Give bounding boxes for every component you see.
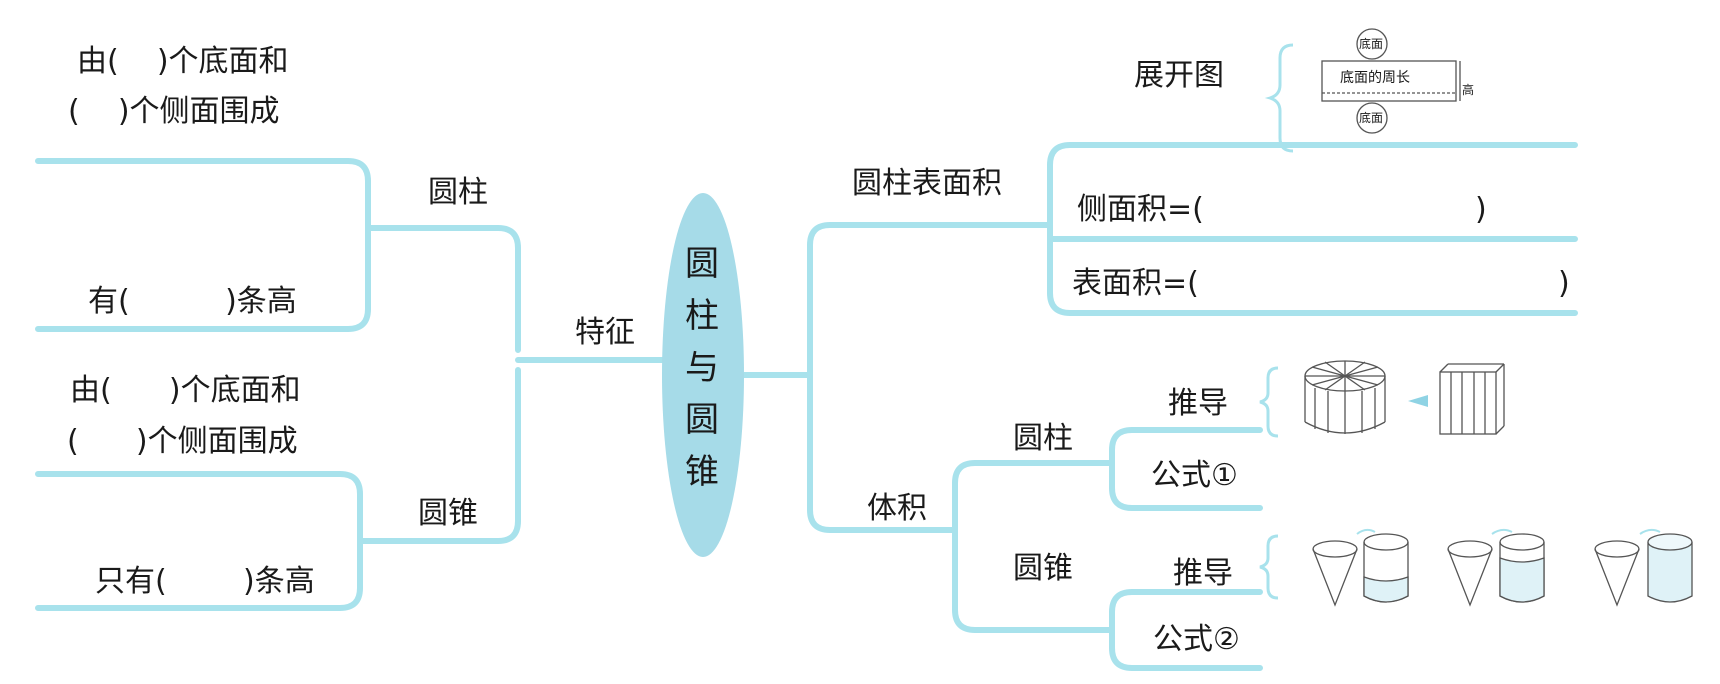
total-area-formula: 表面积=( [1072,266,1199,301]
lateral-area-close: ) [1475,192,1487,227]
connector-volume [952,460,1115,633]
cylinder-derivation-brace [1259,366,1279,438]
net-top-circle-label: 底面 [1359,37,1384,51]
connector-right-trunk [807,222,1053,533]
surface-area-label: 圆柱表面积 [852,166,1002,201]
center-char: 圆 [685,400,719,440]
cylinder-composition-line2: ( )个侧面围成 [68,94,280,129]
cylinder-composition-line1: 由( )个底面和 [77,44,289,79]
cylinder-height-text: 有( )条高 [88,284,297,319]
connector-volume-cylinder [1109,427,1263,511]
cone-height-text: 只有( )条高 [95,564,315,599]
cylinder-volume-sketch [1304,360,1505,435]
cone-volume-sketch [1312,528,1693,607]
connector-cylinder-branch [365,225,521,353]
volume-cone-formula: 公式② [1153,622,1240,657]
center-oval [662,193,744,557]
volume-label: 体积 [867,491,927,526]
lateral-area-formula: 侧面积=( [1077,192,1204,227]
center-char: 锥 [685,452,719,492]
cone-label: 圆锥 [418,496,478,531]
connector-surface [1047,142,1578,316]
connector-cone-branch [357,367,521,544]
connector-volume-cone [1109,589,1263,671]
volume-cylinder-formula: 公式① [1151,458,1238,493]
volume-cylinder-derivation: 推导 [1168,386,1228,421]
net-brace [1264,43,1294,153]
cylinder-label: 圆柱 [428,175,488,210]
cone-composition-line1: 由( )个底面和 [70,373,301,408]
cylinder-net-sketch [1321,28,1461,134]
cone-composition-line2: ( )个侧面围成 [67,424,298,459]
volume-cone-derivation: 推导 [1173,556,1233,591]
center-char: 柱 [685,296,719,336]
center-char: 圆 [685,244,719,284]
center-title: 圆 柱 与 圆 锥 [672,238,732,498]
net-height-label: 高 [1462,83,1475,97]
volume-cone-label: 圆锥 [1013,551,1073,586]
feature-label: 特征 [575,315,635,350]
net-bottom-circle-label: 底面 [1359,111,1384,125]
net-label: 展开图 [1134,58,1224,93]
center-char: 与 [685,348,719,388]
arrow-icon [1408,395,1428,407]
connector-left-cylinder [35,158,371,332]
cone-derivation-brace [1259,534,1279,600]
net-rect-label: 底面的周长 [1340,70,1410,86]
total-area-close: ) [1558,266,1570,301]
volume-cylinder-label: 圆柱 [1013,421,1073,456]
